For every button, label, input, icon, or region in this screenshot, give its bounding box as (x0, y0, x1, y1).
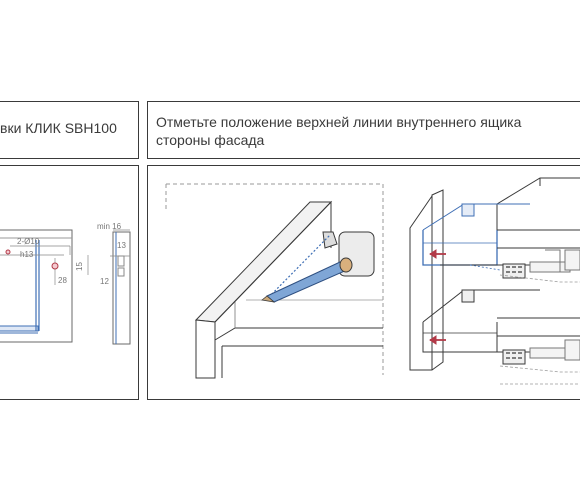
lower-drawer-bracket (461, 289, 475, 303)
right-panel-title: Отметьте положение верхней линии внутрен… (156, 113, 580, 149)
dim-12: 12 (100, 277, 109, 286)
cabinet-illustration (409, 177, 580, 385)
dim-15: 15 (75, 262, 84, 271)
pencil-icon (261, 257, 353, 303)
lower-slide-runner (502, 349, 526, 365)
marking-line (265, 234, 331, 301)
dim-13: 13 (117, 241, 126, 250)
side-profile-outline (112, 231, 131, 345)
upper-drawer-bracket (461, 203, 475, 217)
arrow-left-icon (429, 249, 446, 259)
dim-min16: min 16 (97, 222, 122, 231)
header-box-right (147, 101, 580, 159)
cabinet-top-back (496, 177, 580, 205)
dim-28: 28 (58, 276, 67, 285)
marking-illustration (165, 183, 384, 379)
arrow-left-icon (429, 335, 446, 345)
front-panel-side (195, 319, 216, 379)
dashed-frame (166, 183, 384, 375)
right-drawing-panel (147, 165, 580, 400)
drawer-profile-blue (0, 325, 39, 332)
front-plate-outline (0, 229, 73, 343)
left-drawing-panel (0, 165, 139, 400)
front-panel-top-edge (194, 201, 333, 323)
front-profile-drawing (0, 229, 131, 345)
cabinet-side-panel (409, 189, 444, 371)
left-panel-title: вки КЛИК SBH100 (0, 120, 117, 136)
mounting-hole-1 (5, 249, 11, 255)
right-title-line-1: Отметьте положение верхней линии внутрен… (156, 114, 522, 130)
dim-h13: h13 (20, 250, 34, 259)
header-box-left (0, 101, 139, 159)
front-bracket (322, 231, 338, 249)
drawer-box-top (214, 327, 383, 341)
right-title-line-2: стороны фасада (156, 132, 265, 148)
dim-2d10: 2-Ø10 (17, 237, 40, 246)
mounting-hole-2 (51, 262, 59, 270)
